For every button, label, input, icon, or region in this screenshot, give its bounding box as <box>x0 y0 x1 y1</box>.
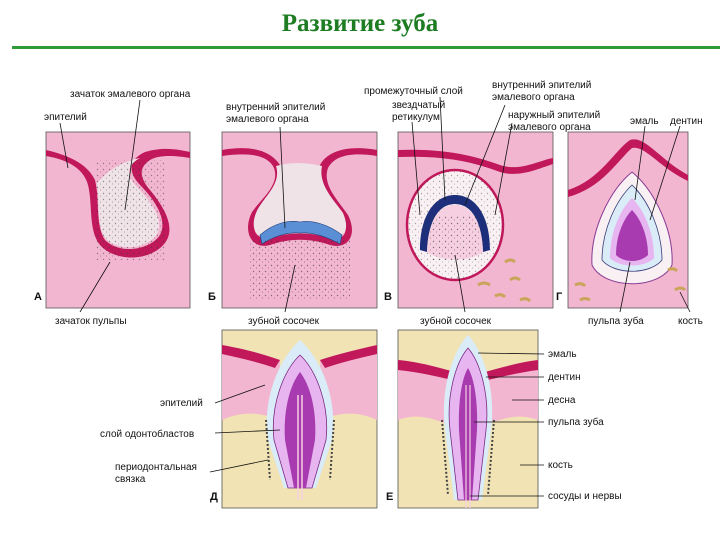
label-periodontal-2: связка <box>115 474 146 485</box>
panel-letter-g: Г <box>556 291 563 303</box>
label-outer-epithelium-2: эмалевого органа <box>508 122 591 133</box>
label-inner-epithelium-b-1: внутренний эпителий <box>226 102 325 113</box>
label-pulp-bud: зачаток пульпы <box>55 316 127 327</box>
label-inner-epithelium-v-1: внутренний эпителий <box>492 80 591 91</box>
label-odontoblast-layer: слой одонтобластов <box>100 428 194 440</box>
label-intermediate-layer: промежуточный слой <box>364 86 463 97</box>
label-stellate-1: звездчатый <box>392 100 445 111</box>
label-bone-e: кость <box>548 460 573 471</box>
label-pulp-g: пульпа зуба <box>588 315 644 327</box>
label-dental-papilla-v: зубной сосочек <box>420 315 492 327</box>
label-bone-g: кость <box>678 316 703 327</box>
panel-letter-b: Б <box>208 291 216 303</box>
label-pulp-e: пульпа зуба <box>548 416 604 428</box>
panel-a <box>46 132 190 308</box>
label-dentin-g: дентин <box>670 116 703 127</box>
panel-v <box>398 132 553 308</box>
panel-b <box>222 132 377 308</box>
label-enamel-g: эмаль <box>630 116 659 127</box>
panel-letter-v: В <box>384 291 392 303</box>
label-epithelium-d: эпителий <box>160 398 203 409</box>
label-enamel-e: эмаль <box>548 349 577 360</box>
label-vessels-e: сосуды и нервы <box>548 491 622 502</box>
label-inner-epithelium-b-2: эмалевого органа <box>226 114 309 125</box>
label-dental-papilla-b: зубной сосочек <box>248 315 320 327</box>
label-inner-epithelium-v-2: эмалевого органа <box>492 92 575 103</box>
label-stellate-2: ретикулум <box>392 112 440 123</box>
panel-e <box>398 330 538 508</box>
panel-letter-a: А <box>34 291 42 303</box>
label-periodontal-1: периодонтальная <box>115 462 197 473</box>
panel-d <box>222 330 377 508</box>
label-gum-e: десна <box>548 395 576 406</box>
label-enamel-organ-bud: зачаток эмалевого органа <box>70 89 191 100</box>
panel-letter-e: Е <box>386 491 393 503</box>
label-epithelium-a: эпителий <box>44 112 87 123</box>
label-dentin-e: дентин <box>548 372 581 383</box>
panel-letter-d: Д <box>210 491 218 503</box>
label-outer-epithelium-1: наружный эпителий <box>508 110 600 121</box>
